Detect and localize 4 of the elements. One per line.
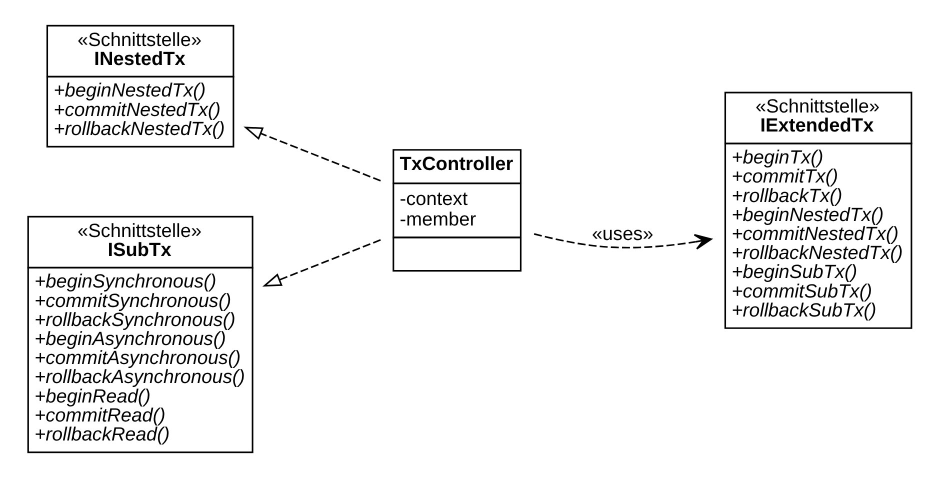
edge-label: «uses» <box>592 223 654 244</box>
arrow <box>244 126 381 182</box>
arrow <box>262 238 381 286</box>
arrow <box>534 232 712 250</box>
